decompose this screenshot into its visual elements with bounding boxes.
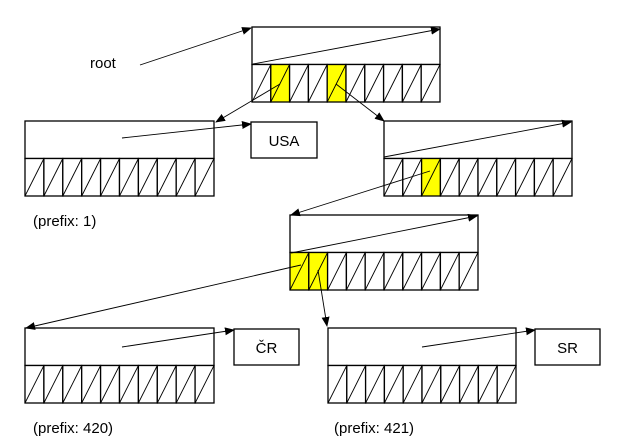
root-node-cell-8-slash xyxy=(401,64,422,103)
root-node-cell-3-slash xyxy=(307,64,328,103)
link-node-4-header xyxy=(383,119,572,158)
node-421-cell-9-slash xyxy=(496,365,517,404)
node-42 xyxy=(289,214,479,291)
cr-label: ČR xyxy=(256,340,278,357)
link-node-421-header xyxy=(421,327,536,348)
node-421-cell-0-slash xyxy=(327,365,348,404)
node-1-cell-6-slash xyxy=(137,158,158,197)
link-root-to-node-4 xyxy=(335,83,385,122)
usa-box xyxy=(250,121,318,159)
node-4-cell-7-slash xyxy=(515,158,535,197)
prefix-label-420: (prefix: 420) xyxy=(33,420,113,437)
node-420-cell-6-slash xyxy=(137,365,158,404)
node-421-cell-3-slash xyxy=(383,365,404,404)
link-node-420-header xyxy=(121,327,235,348)
node-1-cell-9-slash xyxy=(194,158,215,197)
sr-box xyxy=(534,328,601,366)
node-421-cell-6-slash xyxy=(440,365,461,404)
node-1-cell-1-slash xyxy=(43,158,64,197)
node-4-cell-6-slash xyxy=(496,158,517,197)
node-420-cell-7-slash xyxy=(156,365,177,404)
root-node-cell-9-slash xyxy=(420,64,441,103)
prefix-label-421: (prefix: 421) xyxy=(334,420,414,437)
node-42-cell-8-slash xyxy=(439,252,460,291)
sr-label: SR xyxy=(557,340,578,357)
node-4 xyxy=(383,120,573,197)
root-node-cell-5-slash xyxy=(345,64,366,103)
node-4-cell-1-slash xyxy=(402,158,423,197)
node-420-cell-9-slash xyxy=(194,365,215,404)
node-420-cell-1-slash xyxy=(43,365,64,404)
root-node-cell-0-slash xyxy=(251,64,272,103)
node-420-cell-8-slash xyxy=(175,365,196,404)
node-420-cell-4-slash xyxy=(100,365,120,404)
usa-label: USA xyxy=(269,133,300,150)
node-42-cell-5-slash xyxy=(383,252,404,291)
root-node xyxy=(251,26,441,103)
node-4-cell-8-slash xyxy=(533,158,554,197)
link-node-42-to-node-421 xyxy=(317,269,330,327)
prefix-label-1: (prefix: 1) xyxy=(33,213,96,230)
node-1-cell-5-slash xyxy=(119,158,139,197)
node-1-cell-8-slash xyxy=(175,158,196,197)
node-421-cell-5-slash xyxy=(421,365,442,404)
node-4-cell-0-slash xyxy=(383,158,404,197)
node-1 xyxy=(24,120,215,197)
node-42-cell-2-slash xyxy=(327,252,347,291)
node-421-cell-4-slash xyxy=(402,365,423,404)
node-420-cell-2-slash xyxy=(62,365,83,404)
node-421-cell-7-slash xyxy=(459,365,479,404)
root-node-cell-1-slash xyxy=(270,64,291,103)
node-1-header xyxy=(24,120,215,160)
node-4-cell-3-slash xyxy=(439,158,460,197)
node-4-cell-9-slash xyxy=(552,158,573,197)
node-42-cell-9-slash xyxy=(458,252,479,291)
node-1-cell-7-slash xyxy=(156,158,177,197)
link-root-to-node-1 xyxy=(215,83,281,123)
node-42-cell-7-slash xyxy=(421,252,441,291)
node-421-cell-1-slash xyxy=(346,365,367,404)
link-node-4-to-node-42 xyxy=(290,170,431,217)
node-42-header xyxy=(289,214,479,254)
link-node-1-header xyxy=(121,120,252,139)
root-pointer xyxy=(139,27,252,66)
node-420-cell-0-slash xyxy=(24,365,45,404)
node-1-cell-4-slash xyxy=(100,158,120,197)
nodes-layer xyxy=(24,26,573,404)
node-420-cell-3-slash xyxy=(81,365,102,404)
root-node-cell-2-slash xyxy=(289,64,309,103)
root-label: root xyxy=(90,55,117,72)
node-1-cell-2-slash xyxy=(62,158,83,197)
node-42-cell-6-slash xyxy=(402,252,423,291)
node-1-cell-0-slash xyxy=(24,158,45,197)
root-node-cell-4-slash xyxy=(326,64,347,103)
node-420-header xyxy=(24,327,215,367)
links-layer xyxy=(25,26,572,348)
link-root-header xyxy=(252,26,441,65)
cr-box xyxy=(233,328,300,366)
node-1-cell-3-slash xyxy=(81,158,102,197)
node-4-cell-4-slash xyxy=(458,158,479,197)
link-node-42-header xyxy=(290,213,478,254)
node-420-cell-5-slash xyxy=(119,365,139,404)
link-node-42-to-node-420 xyxy=(25,264,302,330)
node-42-cell-4-slash xyxy=(364,252,385,291)
node-421-cell-8-slash xyxy=(477,365,498,404)
node-4-cell-2-slash xyxy=(421,158,441,197)
root-node-cell-6-slash xyxy=(364,64,385,103)
node-421-cell-2-slash xyxy=(365,365,385,404)
node-42-cell-0-slash xyxy=(289,252,310,291)
node-421 xyxy=(327,327,517,404)
root-node-cell-7-slash xyxy=(383,64,403,103)
node-4-cell-5-slash xyxy=(477,158,498,197)
node-420 xyxy=(24,327,215,404)
node-42-cell-3-slash xyxy=(345,252,366,291)
